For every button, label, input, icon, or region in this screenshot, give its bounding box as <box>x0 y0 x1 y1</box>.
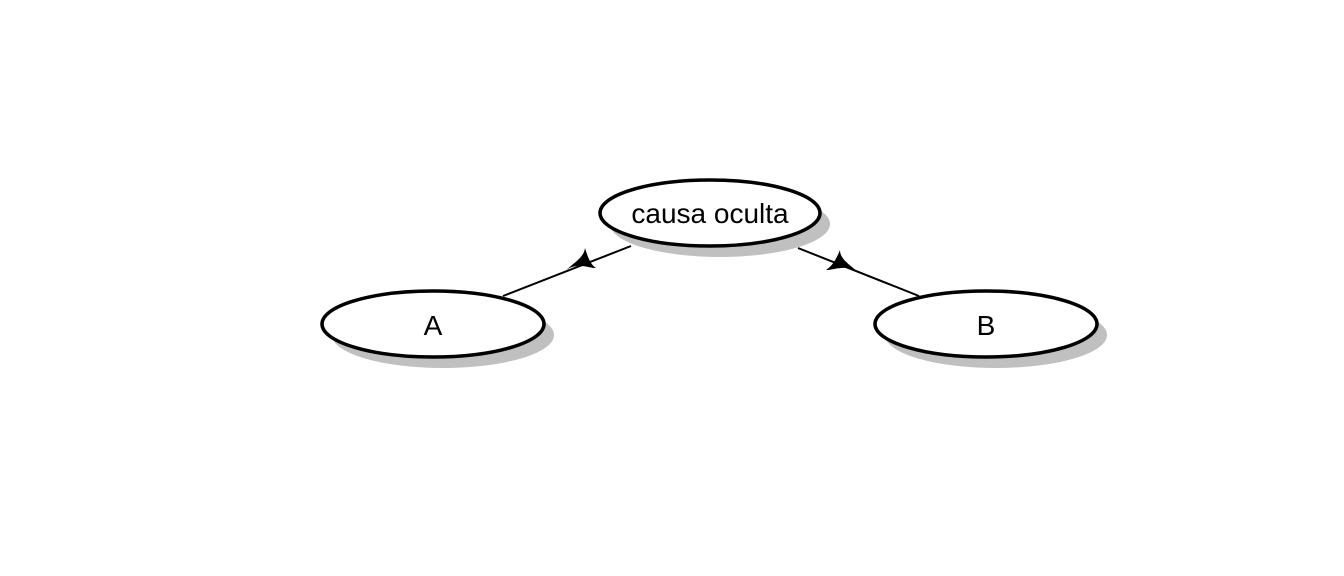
arrowhead-icon <box>566 248 596 270</box>
node-b[interactable]: B <box>873 289 1107 368</box>
node-label: A <box>424 310 443 341</box>
node-ellipse <box>598 178 822 248</box>
node-label: causa oculta <box>631 198 789 229</box>
node-a[interactable]: A <box>320 289 554 368</box>
node-ellipse <box>320 289 546 359</box>
edge-cause-to-a <box>502 245 632 297</box>
node-label: B <box>977 310 996 341</box>
node-causa-oculta[interactable]: causa oculta <box>598 178 830 257</box>
node-ellipse <box>873 289 1099 359</box>
arrowhead-icon <box>826 250 858 272</box>
edge-cause-to-b <box>797 247 920 297</box>
